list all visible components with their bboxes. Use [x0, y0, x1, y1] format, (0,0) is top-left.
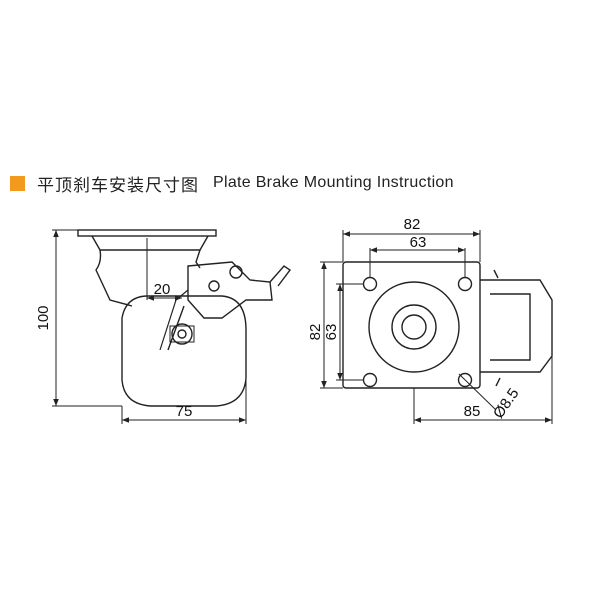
mounting-hole: [362, 372, 378, 388]
orange-square-icon: [10, 175, 25, 191]
title-chinese: 平顶刹车安装尺寸图: [37, 175, 199, 196]
top-overall-length-label: 85: [464, 403, 481, 420]
title-english: Plate Brake Mounting Instruction: [213, 174, 454, 191]
side-swivel-body: [95, 249, 201, 307]
side-dimensions: [52, 229, 247, 424]
side-wheel: [121, 295, 247, 407]
side-view: [77, 229, 292, 407]
top-view: [342, 261, 553, 389]
side-top-plate: [77, 229, 217, 237]
top-brake-body: [480, 279, 553, 373]
swivel-race: [368, 281, 460, 373]
side-brake-lever: [187, 261, 273, 319]
mounting-hole: [457, 372, 473, 388]
hole-diameter-label: Ø8.5: [490, 385, 523, 421]
side-axle-nut: [171, 323, 193, 345]
side-width-label: 75: [176, 403, 193, 420]
top-dimensions: [320, 230, 553, 424]
mounting-hole: [362, 276, 378, 292]
top-hole-height-label: 63: [323, 324, 340, 341]
side-offset-label: 20: [154, 281, 171, 298]
section-header: 平顶刹车安装尺寸图 Plate Brake Mounting Instructi…: [10, 168, 454, 198]
side-plate-flange: [91, 235, 209, 251]
top-plate: [342, 261, 481, 389]
top-hole-width-label: 63: [410, 234, 427, 251]
mounting-hole: [457, 276, 473, 292]
top-plate-width-label: 82: [404, 216, 421, 233]
side-height-label: 100: [35, 305, 52, 330]
top-plate-height-label: 82: [307, 324, 324, 341]
